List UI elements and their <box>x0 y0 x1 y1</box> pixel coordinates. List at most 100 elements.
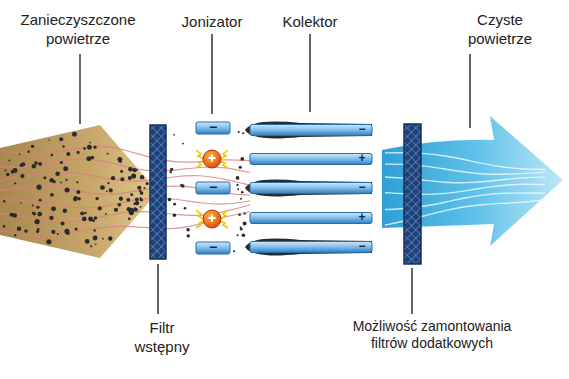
charge-sign: + <box>355 212 369 223</box>
dust-particle <box>13 213 18 218</box>
dust-particles <box>3 131 247 252</box>
dust-particle <box>86 156 91 161</box>
charge-sign: − <box>355 241 369 252</box>
dust-particle <box>46 239 51 244</box>
dust-particle <box>38 162 42 166</box>
dirty-streamline <box>0 198 250 208</box>
dust-particle <box>43 176 46 179</box>
dust-particle <box>85 239 90 244</box>
dust-particle <box>240 228 243 231</box>
dust-particle <box>3 225 6 228</box>
dust-particle <box>137 186 141 190</box>
dust-particle <box>130 193 133 196</box>
dust-particle <box>128 176 132 180</box>
dust-particle <box>111 176 115 180</box>
positive-ion <box>203 210 221 228</box>
dust-particle <box>182 143 184 145</box>
dust-particle <box>140 191 144 195</box>
dust-particle <box>236 184 238 186</box>
part-label: Czyste powietrze <box>450 10 550 48</box>
pre-filter <box>150 125 166 259</box>
leader-line <box>157 264 159 314</box>
dust-particle <box>24 229 27 232</box>
dust-particle <box>87 145 92 150</box>
collected-dust <box>245 122 372 139</box>
dust-particle <box>181 184 185 188</box>
ionizer-plate <box>196 242 230 254</box>
dust-particle <box>95 243 97 245</box>
collector-plate <box>250 183 372 194</box>
part-label: Filtr wstępny <box>122 318 202 356</box>
dust-particle <box>20 174 24 178</box>
dust-particle <box>102 238 104 240</box>
dust-particle <box>32 204 34 206</box>
leader-line <box>411 268 413 314</box>
dust-particle <box>107 153 109 155</box>
dust-particle <box>72 132 77 137</box>
dust-particle <box>240 198 242 200</box>
charge-sign: − <box>205 181 221 193</box>
ionizer-plate <box>196 182 230 194</box>
dust-particle <box>237 234 239 236</box>
dust-particle <box>62 145 64 147</box>
dust-particle <box>236 176 240 180</box>
dust-particle <box>170 168 173 171</box>
charge-sign: − <box>355 124 369 135</box>
dust-particle <box>140 206 142 208</box>
dust-particle <box>55 171 60 176</box>
dust-particle <box>140 175 144 179</box>
dust-particle <box>170 171 172 173</box>
dust-particle <box>75 227 78 230</box>
dust-particle <box>65 188 70 193</box>
collector-plate <box>250 154 372 165</box>
dust-particle <box>59 137 63 141</box>
dust-particle <box>173 134 175 136</box>
dust-particle <box>184 207 187 210</box>
collected-dust <box>245 239 372 256</box>
dust-particle <box>80 211 84 215</box>
dust-particle <box>17 227 21 231</box>
dust-particle <box>36 185 41 190</box>
air-streamlines <box>0 146 545 236</box>
charge-sign: − <box>355 182 369 193</box>
dust-particle <box>98 206 102 210</box>
leader-line <box>211 34 213 114</box>
part-label: Zanieczyszczone powietrze <box>8 10 148 48</box>
dust-particle <box>51 230 55 234</box>
dust-particle <box>19 153 21 155</box>
collected-dust <box>245 180 372 197</box>
dust-particle <box>88 217 93 222</box>
dust-particle <box>65 179 67 181</box>
dust-particle <box>33 212 37 216</box>
dust-particle <box>243 222 247 226</box>
dust-particle <box>94 216 98 220</box>
dust-particle <box>143 187 145 189</box>
dust-particle <box>244 213 246 215</box>
leader-lines <box>80 34 470 314</box>
dust-particle <box>128 217 131 220</box>
dust-particle <box>238 131 240 133</box>
dust-particle <box>239 166 242 169</box>
dust-particle <box>31 145 34 148</box>
dust-particle <box>82 217 87 222</box>
dust-particle <box>66 231 70 235</box>
dust-particle <box>77 197 80 200</box>
dust-particle <box>13 168 18 173</box>
dust-particle <box>50 193 54 197</box>
dust-particle <box>242 234 246 238</box>
dust-particle <box>3 200 5 202</box>
dust-particle <box>134 207 136 209</box>
dust-particle <box>168 198 172 202</box>
spark <box>196 150 228 168</box>
dust-particle <box>51 206 56 211</box>
dust-particle <box>36 206 39 209</box>
dust-particle <box>76 181 78 183</box>
dust-particle <box>108 236 112 240</box>
leader-line <box>469 54 471 128</box>
dust-particle <box>134 208 138 212</box>
dust-particle <box>242 132 244 134</box>
dust-particle <box>77 151 80 154</box>
dust-particle <box>95 197 98 200</box>
